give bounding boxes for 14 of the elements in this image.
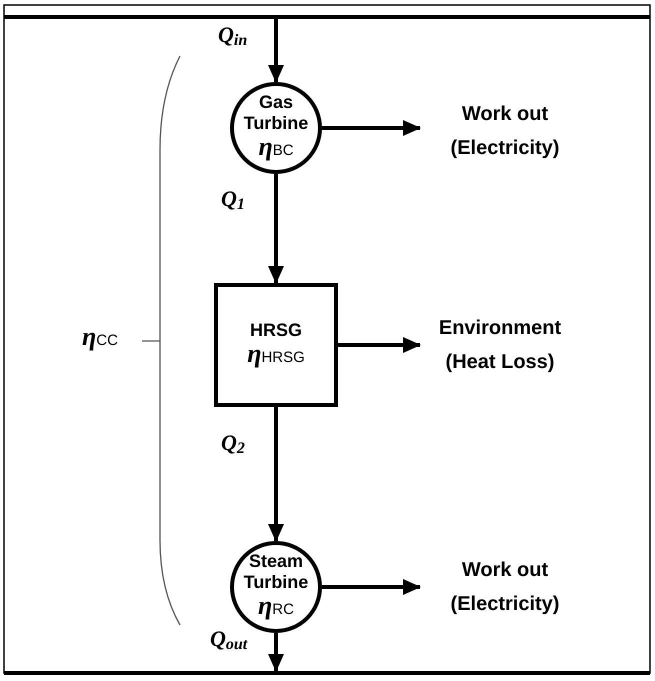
arrow — [268, 407, 284, 542]
arrow — [322, 579, 421, 595]
component-name: Gas Turbine — [242, 92, 310, 134]
arrow — [338, 337, 421, 353]
arrow — [268, 19, 284, 83]
component-name: HRSG — [250, 320, 302, 340]
arrow — [268, 633, 284, 672]
component-name: Steam Turbine — [242, 551, 310, 593]
output-label: Work out (Electricity) — [420, 552, 590, 622]
process-box — [214, 283, 338, 407]
arrow — [322, 120, 421, 136]
output-label: Work out (Electricity) — [420, 96, 590, 166]
arrow — [268, 174, 284, 284]
output-label: Environment (Heat Loss) — [420, 310, 580, 380]
